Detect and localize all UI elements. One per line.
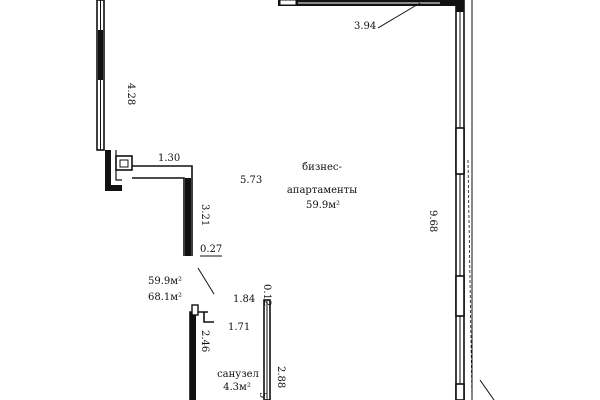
dim-bath-inner: 1.71 (228, 322, 250, 333)
dim-column-height: 3.21 (199, 204, 210, 226)
dim-bath-left: 2.46 (199, 330, 210, 352)
dim-left-wall: 4.28 (125, 83, 136, 105)
room-apartment-name-line1: бизнес- (302, 162, 342, 173)
dim-bath-bottom: 5 (257, 392, 268, 398)
area-total: 68.1м² (148, 292, 182, 303)
bathroom-walls (189, 267, 271, 400)
dim-bath-right: 2.88 (275, 366, 286, 388)
dim-column-gap: 0.27 (200, 244, 222, 255)
room-apartment-area: 59.9м² (306, 200, 340, 211)
top-wall (278, 0, 456, 29)
dim-right-wall: 9.68 (427, 210, 438, 232)
room-bathroom-name: санузел (217, 369, 259, 380)
dim-room-width: 5.73 (240, 175, 262, 186)
room-bathroom-area: 4.3м² (223, 382, 251, 393)
stepped-wall (105, 150, 193, 256)
dim-top-wall: 3.94 (354, 21, 376, 32)
area-living: 59.9м² (148, 276, 182, 287)
room-apartment-name-line2: апартаменты (287, 185, 357, 196)
left-upper-wall (96, 0, 105, 151)
right-wall (455, 0, 495, 400)
dim-bath-step: 0.12 (261, 284, 272, 306)
dim-bath-top: 1.84 (233, 294, 255, 305)
dim-step-width: 1.30 (158, 153, 180, 164)
